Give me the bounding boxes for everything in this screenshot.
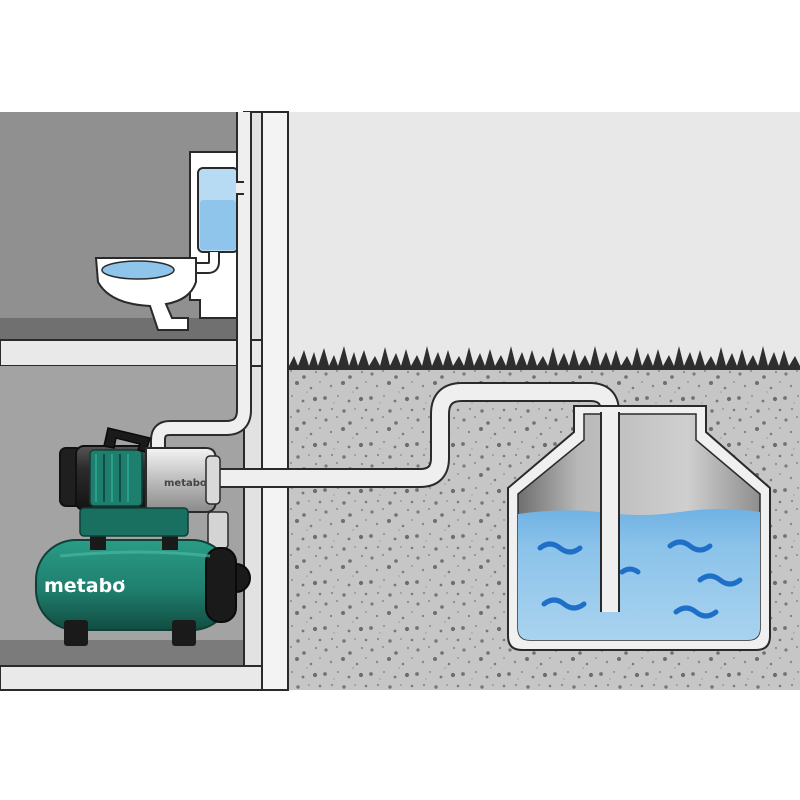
suction-pipe <box>216 382 620 612</box>
pump-handle <box>103 427 151 453</box>
pump-base-plate <box>79 507 189 537</box>
floor-slab <box>0 339 263 367</box>
pump-station: metabo metabo <box>35 427 251 646</box>
cistern-water <box>200 200 236 250</box>
tank-foot-left <box>64 620 88 646</box>
outdoor-sky <box>288 112 800 370</box>
motor-band <box>89 449 143 507</box>
grass <box>288 346 800 370</box>
house-supply-pipe <box>150 112 252 462</box>
basement-floor <box>0 640 244 666</box>
pump-housing-face <box>205 455 221 505</box>
basement-slab <box>0 665 263 691</box>
water-waves <box>537 539 743 619</box>
tank-end-cap <box>205 547 237 623</box>
toilet <box>94 151 245 331</box>
tank-foot-right <box>172 620 196 646</box>
underground-cistern <box>507 405 771 651</box>
tank-brand-label: metabo <box>44 575 125 597</box>
upper-room-floor <box>0 318 244 340</box>
pressure-fitting <box>207 511 229 549</box>
toilet-bowl-water <box>101 260 175 280</box>
cistern-water <box>518 509 760 640</box>
exterior-wall <box>261 111 289 691</box>
motor-brand-label: metabo <box>164 478 207 489</box>
